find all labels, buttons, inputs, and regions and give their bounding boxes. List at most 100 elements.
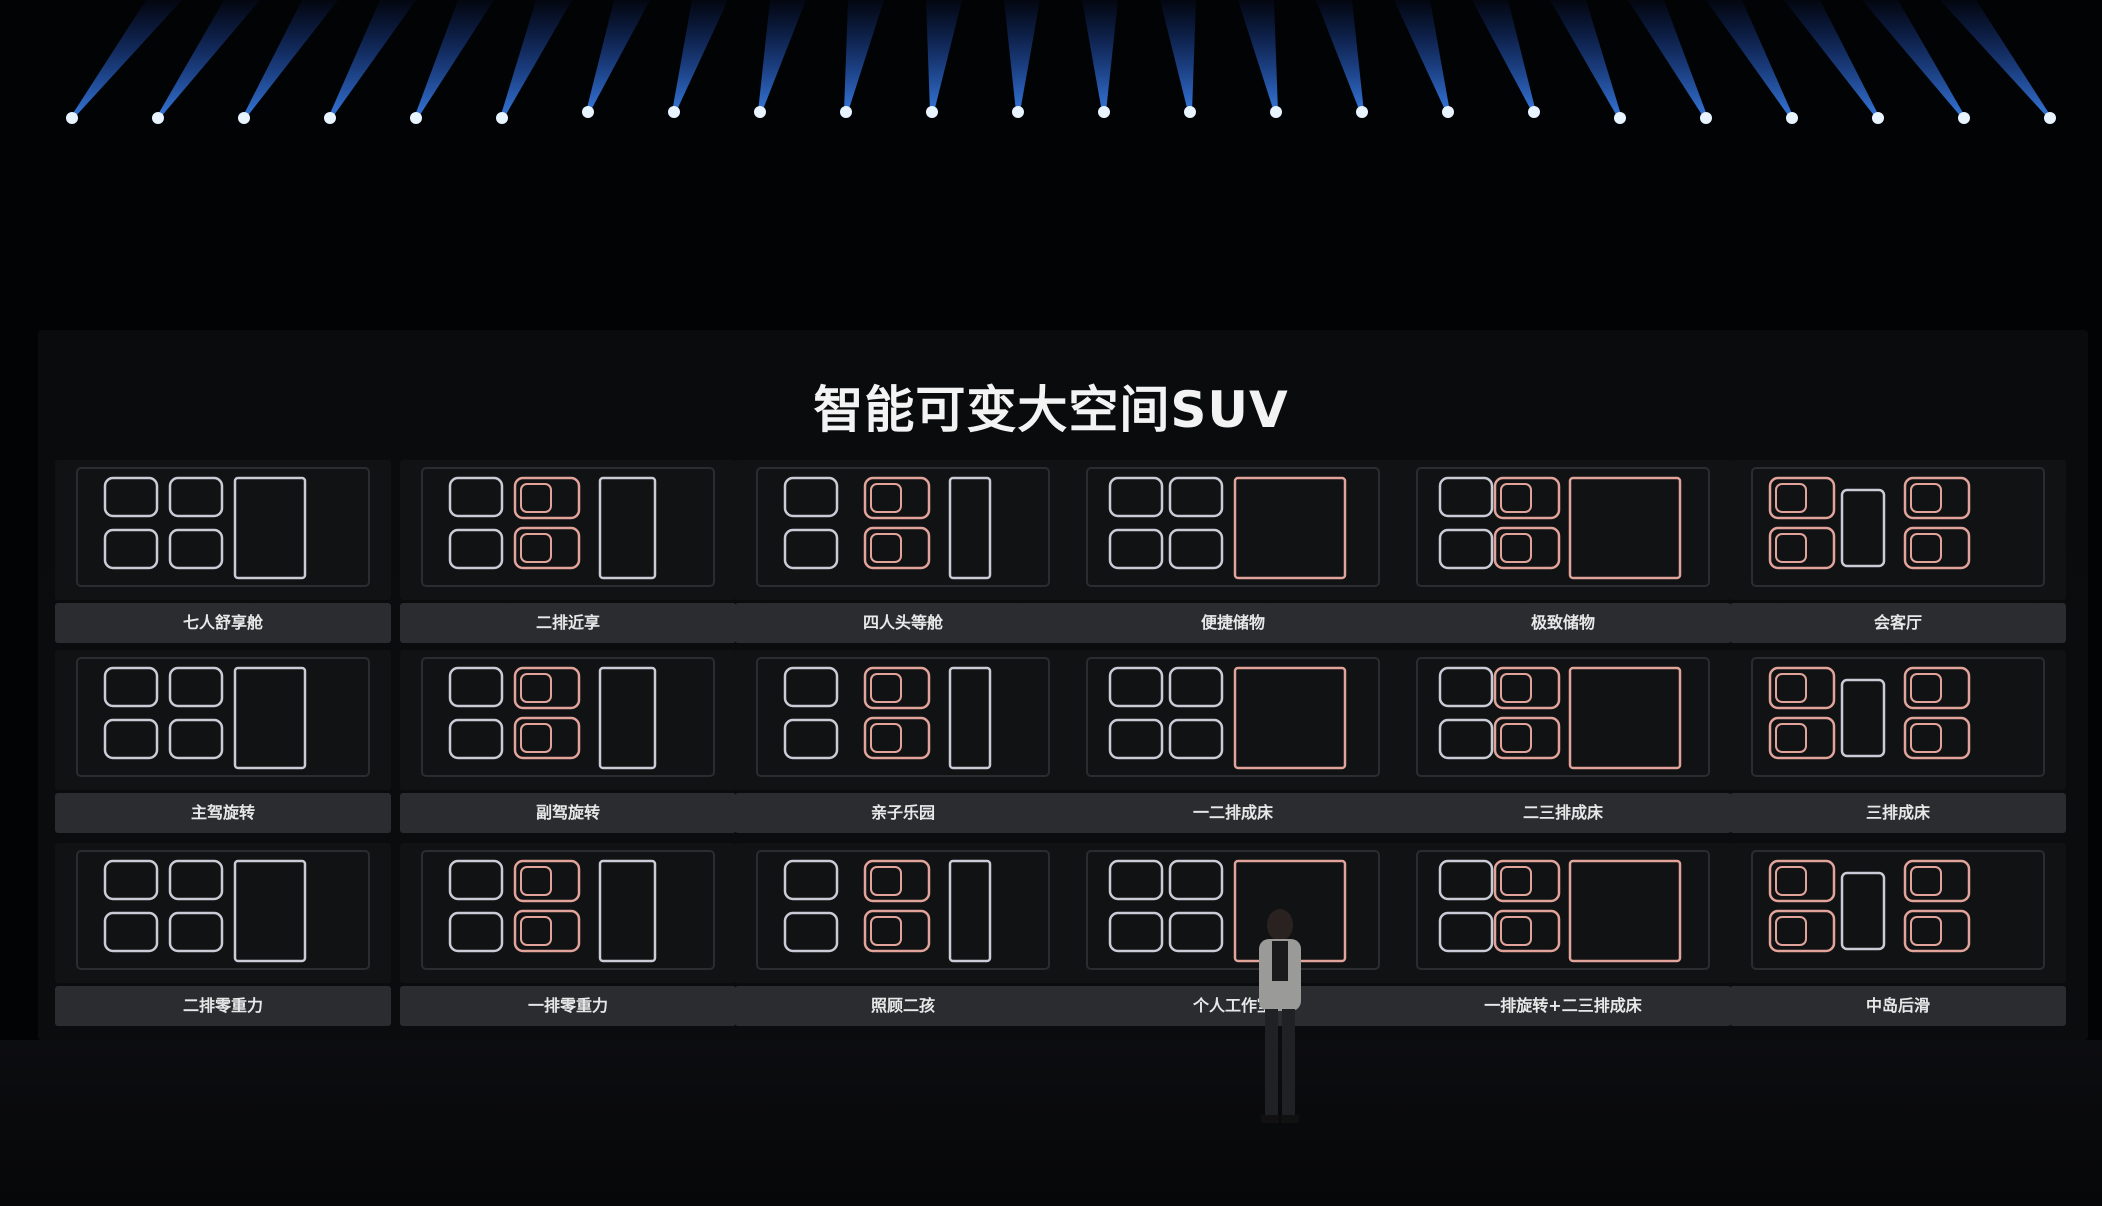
- light-beam: [1082, 0, 1118, 112]
- seat-layout-card: 一排零重力: [400, 843, 736, 1030]
- seat-layout-label: 一排旋转+二三排成床: [1395, 986, 1731, 1026]
- seat-layout-label: 主驾旋转: [55, 793, 391, 833]
- seat-layout-card: 亲子乐园: [735, 650, 1071, 837]
- seat-layout-label: 四人头等舱: [735, 603, 1071, 643]
- light-beam: [1706, 0, 1794, 118]
- seat-diagram: [735, 460, 1071, 600]
- light-beam: [70, 0, 182, 118]
- spotlight-icon: [840, 106, 852, 118]
- light-beam: [1862, 0, 1966, 118]
- seat-layout-card: 会客厅: [1730, 460, 2066, 647]
- light-beam: [672, 0, 728, 112]
- light-beam: [1238, 0, 1278, 112]
- light-beam: [586, 0, 650, 112]
- seat-layout-label: 便捷储物: [1065, 603, 1401, 643]
- spotlight-icon: [1356, 106, 1368, 118]
- spotlight-icon: [1012, 106, 1024, 118]
- light-beam: [414, 0, 494, 118]
- seat-layout-card: 四人头等舱: [735, 460, 1071, 647]
- light-beam: [328, 0, 416, 118]
- seat-layout-label: 一二排成床: [1065, 793, 1401, 833]
- seat-layout-card: 三排成床: [1730, 650, 2066, 837]
- spotlight-icon: [754, 106, 766, 118]
- spotlight-icon: [152, 112, 164, 124]
- spotlight-icon: [238, 112, 250, 124]
- light-beam: [1472, 0, 1536, 112]
- spotlight-icon: [496, 112, 508, 124]
- spotlight-icon: [582, 106, 594, 118]
- seat-diagram: [735, 650, 1071, 790]
- light-beam: [844, 0, 884, 112]
- spotlight-icon: [668, 106, 680, 118]
- spotlight-icon: [1700, 112, 1712, 124]
- light-beam: [758, 0, 806, 112]
- light-beam: [500, 0, 572, 118]
- stage-floor: [0, 1040, 2102, 1206]
- seat-layout-card: 极致储物: [1395, 460, 1731, 647]
- seat-diagram: [1395, 460, 1731, 600]
- seat-diagram: [1065, 460, 1401, 600]
- seat-layout-card: 主驾旋转: [55, 650, 391, 837]
- spotlight-icon: [1098, 106, 1110, 118]
- light-beam: [242, 0, 338, 118]
- light-beam: [1004, 0, 1040, 112]
- seat-layout-card: 个人工作室: [1065, 843, 1401, 1030]
- seat-diagram: [1395, 650, 1731, 790]
- seat-layout-card: 二排零重力: [55, 843, 391, 1030]
- seat-layout-label: 中岛后滑: [1730, 986, 2066, 1026]
- seat-diagram: [1065, 843, 1401, 983]
- seat-diagram: [55, 843, 391, 983]
- spotlight-icon: [66, 112, 78, 124]
- seat-layout-label: 七人舒享舱: [55, 603, 391, 643]
- seat-diagram: [1730, 843, 2066, 983]
- seat-layout-label: 会客厅: [1730, 603, 2066, 643]
- seat-layout-label: 二排近享: [400, 603, 736, 643]
- seat-layout-card: 中岛后滑: [1730, 843, 2066, 1030]
- light-beam: [1550, 0, 1622, 118]
- seat-layout-label: 极致储物: [1395, 603, 1731, 643]
- seat-layout-card: 一二排成床: [1065, 650, 1401, 837]
- seat-layout-label: 一排零重力: [400, 986, 736, 1026]
- spotlight-icon: [926, 106, 938, 118]
- spotlight-icon: [1614, 112, 1626, 124]
- light-beam: [926, 0, 962, 112]
- slide-title: 智能可变大空间SUV: [813, 381, 1289, 439]
- seat-layout-label: 个人工作室: [1065, 986, 1401, 1026]
- spotlight-icon: [1270, 106, 1282, 118]
- spotlight-icon: [1184, 106, 1196, 118]
- seat-layout-card: 照顾二孩: [735, 843, 1071, 1030]
- seat-diagram: [400, 460, 736, 600]
- spotlight-icon: [410, 112, 422, 124]
- seat-layout-label: 副驾旋转: [400, 793, 736, 833]
- spotlight-icon: [324, 112, 336, 124]
- seat-layout-label: 二排零重力: [55, 986, 391, 1026]
- seat-diagram: [735, 843, 1071, 983]
- light-beam: [156, 0, 260, 118]
- seat-layout-label: 亲子乐园: [735, 793, 1071, 833]
- spotlight-icon: [1872, 112, 1884, 124]
- seat-diagram: [400, 843, 736, 983]
- spotlight-icon: [1442, 106, 1454, 118]
- seat-diagram: [1730, 460, 2066, 600]
- light-beam: [1784, 0, 1880, 118]
- light-beam: [1940, 0, 2052, 118]
- seat-diagram: [1065, 650, 1401, 790]
- seat-layout-card: 二三排成床: [1395, 650, 1731, 837]
- seat-layout-label: 二三排成床: [1395, 793, 1731, 833]
- light-beam: [1394, 0, 1450, 112]
- seat-diagram: [55, 460, 391, 600]
- seat-layout-card: 便捷储物: [1065, 460, 1401, 647]
- seat-diagram: [55, 650, 391, 790]
- spotlight-icon: [1528, 106, 1540, 118]
- light-beam: [1160, 0, 1196, 112]
- light-beam: [1628, 0, 1708, 118]
- seat-layout-label: 照顾二孩: [735, 986, 1071, 1026]
- spotlight-icon: [1958, 112, 1970, 124]
- presenter-figure: [1259, 909, 1301, 1123]
- seat-layout-card: 副驾旋转: [400, 650, 736, 837]
- seat-diagram: [1730, 650, 2066, 790]
- light-beam: [1316, 0, 1364, 112]
- spotlight-icon: [1786, 112, 1798, 124]
- seat-diagram: [1395, 843, 1731, 983]
- seat-layout-card: 七人舒享舱: [55, 460, 391, 647]
